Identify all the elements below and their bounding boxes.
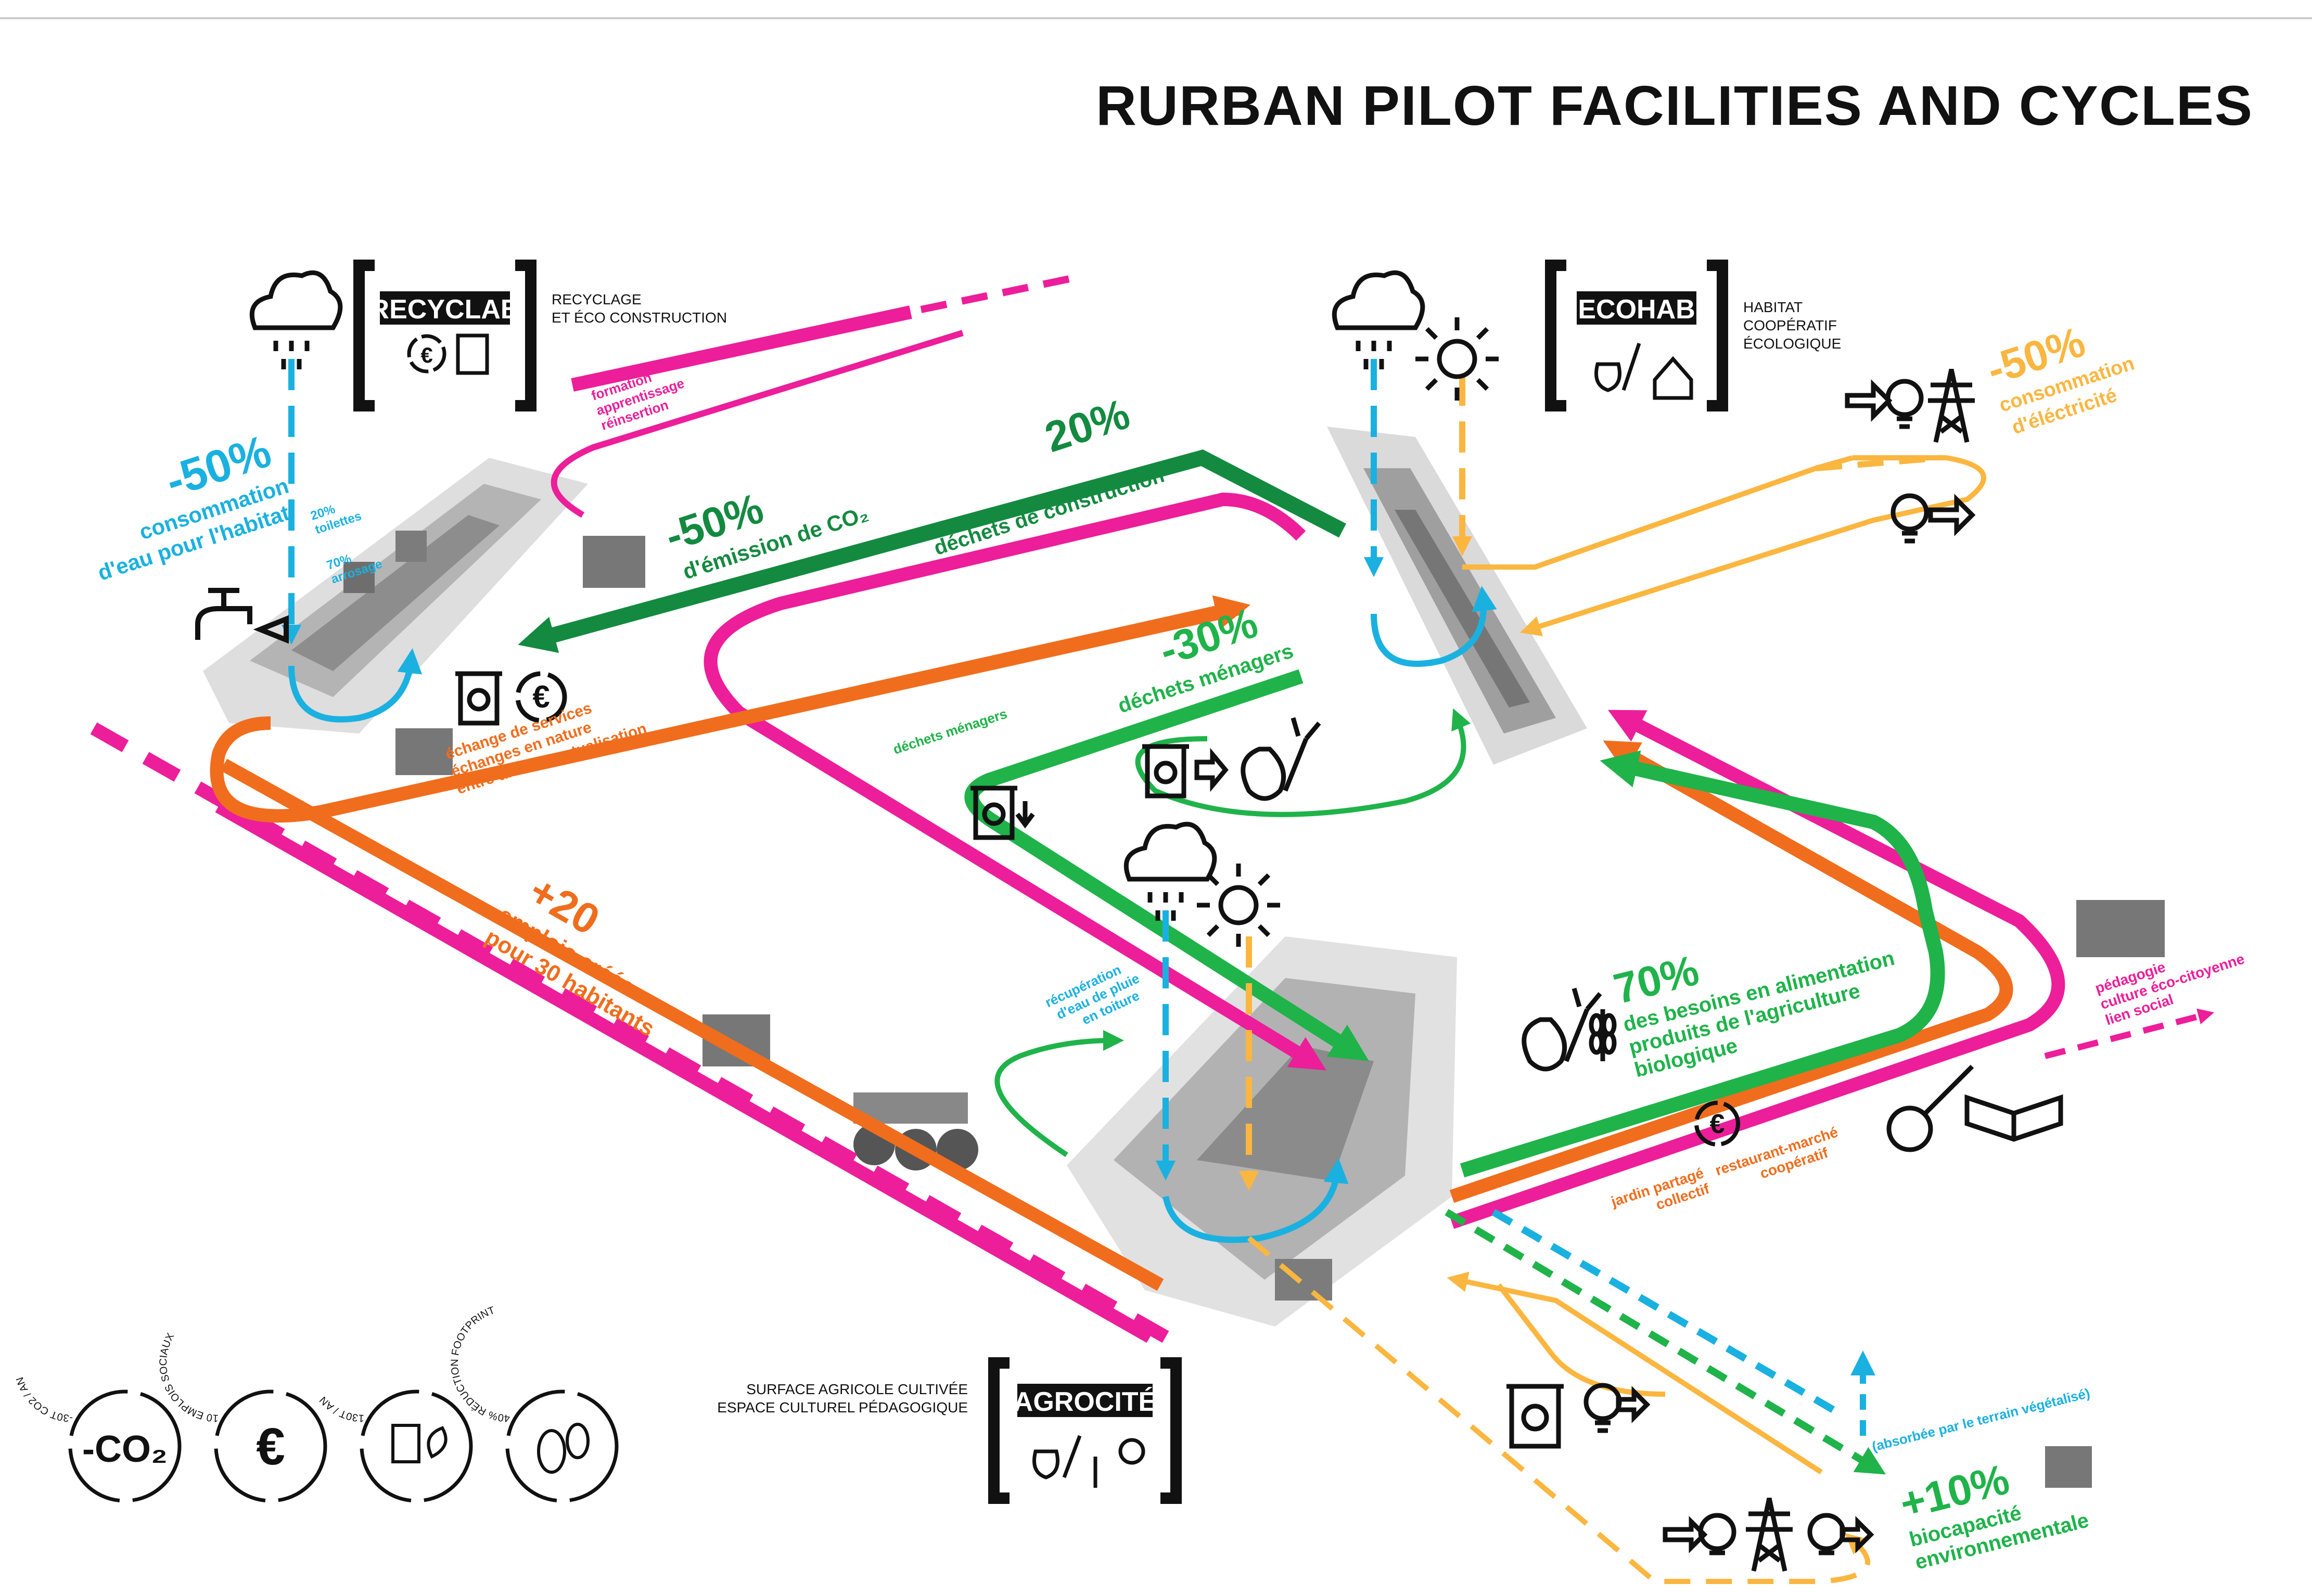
household-waste-flow xyxy=(964,669,1369,1061)
energy-loop-ecohab xyxy=(1462,455,1986,629)
energy-return-agro xyxy=(1447,1271,1823,1475)
facility-agrocite: AGROCITÉ SURFACE AGRICOLE CULTIVÉE ESPAC… xyxy=(717,1357,1182,1504)
fruit-vegetable-icon xyxy=(1241,717,1321,801)
svg-text:-30T CO2 / AN: -30T CO2 / AN xyxy=(14,1375,73,1424)
svg-text:40% RÉDUCTION FOOTPRINT: 40% RÉDUCTION FOOTPRINT xyxy=(449,1305,510,1424)
badge-footprint-ring-text: 40% RÉDUCTION FOOTPRINT xyxy=(449,1305,510,1424)
energy-dash-ecohab xyxy=(1816,455,1941,471)
recycle-bin-icon xyxy=(1142,744,1229,799)
badge-waste-ring-text: 130T / AN xyxy=(317,1394,364,1424)
sun-icon xyxy=(1415,317,1499,401)
fruit-vegetable-icon xyxy=(1522,987,1602,1072)
recycle-bin-icon xyxy=(455,671,502,726)
facility-ecohab: ECOHAB HABITAT COOPÉRATIF ÉCOLOGIQUE xyxy=(1545,260,1841,411)
social-loop-main xyxy=(215,718,2065,1343)
pylon-icon xyxy=(1746,1498,1793,1572)
euro-cycle-icon: € xyxy=(515,671,567,723)
recycle-bin-icon xyxy=(970,786,1035,840)
rain-cloud-icon xyxy=(1123,821,1217,921)
absorbed-label: (absorbée par le terrain végétalisé) xyxy=(1870,1385,2091,1455)
badge-footprint: 40% RÉDUCTION FOOTPRINT xyxy=(449,1305,619,1503)
bulb-icon xyxy=(1891,493,1976,544)
facility-recyclab: RECYCLAB € RECYCLAGE ET ÉCO CONSTRUCTION xyxy=(353,260,727,411)
social-branch-top-dash xyxy=(920,275,1073,313)
facility-recyclab-desc1: RECYCLAGE xyxy=(552,291,642,307)
household-small-label: déchets ménagers xyxy=(891,706,1009,757)
sun-icon xyxy=(1197,864,1280,947)
social-branch-edu xyxy=(2044,1008,2215,1059)
building-recyclab xyxy=(203,458,588,733)
euro-cycle-icon: € xyxy=(1694,1101,1740,1147)
page-title: RURBAN PILOT FACILITIES AND CYCLES xyxy=(1096,74,2253,137)
badge-jobs: 10 EMPLOIS SOCIAUX € xyxy=(158,1331,327,1503)
bulb-icon xyxy=(1663,1513,1736,1555)
badge-waste: 130T / AN xyxy=(317,1389,473,1503)
building-ecohab xyxy=(1327,427,1587,765)
compost-loop xyxy=(1135,708,1471,817)
bulb-icon xyxy=(1807,1513,1874,1555)
economy-top-arrow xyxy=(321,595,1250,818)
facility-recyclab-desc2: ET ÉCO CONSTRUCTION xyxy=(552,310,727,326)
green-to-biocap xyxy=(1445,1208,1886,1475)
bulb-icon xyxy=(1845,379,1924,429)
svg-text:130T / AN: 130T / AN xyxy=(317,1394,364,1424)
svg-text:€: € xyxy=(532,679,550,714)
food-supply-flow xyxy=(1460,750,1945,1178)
economy-loop xyxy=(210,602,2013,1291)
energy-to-grid xyxy=(1247,1236,1870,1584)
leaf-icon xyxy=(427,1426,448,1459)
guitar-icon xyxy=(1886,1064,1974,1152)
svg-text:€: € xyxy=(420,343,432,367)
bulb-icon xyxy=(1583,1383,1651,1433)
svg-text:€: € xyxy=(1710,1109,1725,1139)
rain-cloud-icon xyxy=(249,270,343,369)
facility-agrocite-name: AGROCITÉ xyxy=(1014,1387,1156,1417)
pylon-icon xyxy=(1928,369,1975,443)
badge-co2-ring-text: -30T CO2 / AN xyxy=(14,1375,73,1424)
badge-jobs-symbol: € xyxy=(256,1418,285,1476)
facility-recyclab-name: RECYCLAB xyxy=(370,294,520,325)
rain-cloud-icon xyxy=(1332,270,1425,369)
facility-ecohab-desc3: ÉCOLOGIQUE xyxy=(1743,336,1841,352)
social-loop-inner xyxy=(704,492,1326,1071)
badge-co2: -30T CO2 / AN -CO₂ xyxy=(14,1375,182,1503)
facility-ecohab-name: ECOHAB xyxy=(1578,294,1695,325)
water-loop-agro xyxy=(1163,1158,1349,1243)
facility-agrocite-desc2: ESPACE CULTUREL PÉDAGOGIQUE xyxy=(717,1399,968,1415)
footprint-icon xyxy=(537,1429,566,1474)
social-branch-top xyxy=(571,305,912,392)
facility-ecohab-desc1: HABITAT xyxy=(1743,299,1803,315)
rain-loop-agro xyxy=(994,1030,1124,1157)
faucet-icon xyxy=(195,588,289,644)
facility-ecohab-desc2: COOPÉRATIF xyxy=(1743,317,1837,333)
footprint-icon xyxy=(566,1423,590,1459)
energy-loop-agro xyxy=(1497,1283,1666,1397)
recycle-bin-icon xyxy=(391,1424,420,1463)
wheat-icon xyxy=(1589,1009,1617,1061)
facility-agrocite-desc1: SURFACE AGRICOLE CULTIVÉE xyxy=(746,1381,968,1397)
furniture-sketches xyxy=(395,536,2165,1488)
recycle-bin-icon xyxy=(1506,1384,1564,1449)
construction-pct-label: 20% xyxy=(1039,390,1135,461)
water-loop-recyclab xyxy=(288,648,423,723)
badge-co2-symbol: -CO₂ xyxy=(82,1428,168,1470)
construction-waste-flow xyxy=(518,449,1346,653)
book-icon xyxy=(1964,1094,2063,1142)
water-loop-ecohab xyxy=(1371,586,1497,667)
social-branch-training xyxy=(551,330,964,518)
